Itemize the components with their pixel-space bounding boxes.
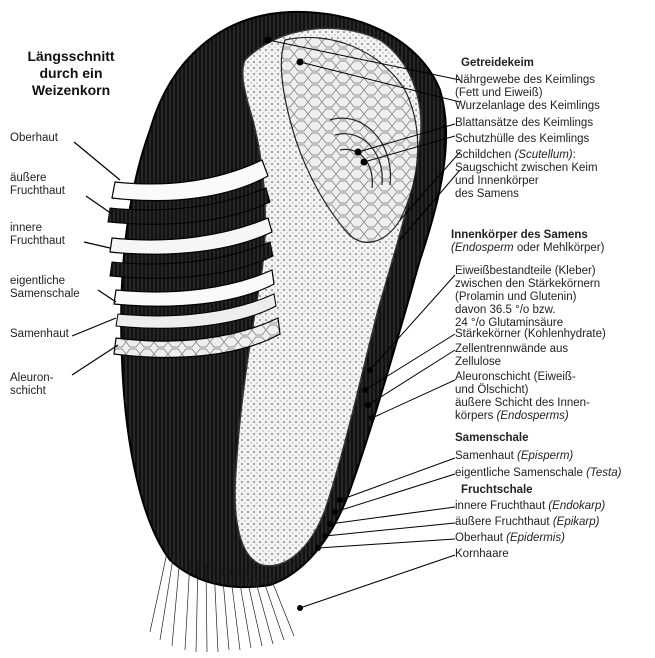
- label-text: innere Fruchthaut: [455, 500, 548, 512]
- label-text: Schildchen: [455, 149, 514, 161]
- label-line: Stärkekörner (Kohlenhydrate): [455, 328, 606, 341]
- label-line: und Innenkörper: [455, 175, 598, 188]
- label-aeussere-fruchthaut: äußere Fruchthaut: [10, 172, 65, 198]
- label-line: Schildchen (Scutellum):: [455, 149, 598, 162]
- label-line: äußere: [10, 172, 65, 185]
- label-line: Samenhaut: [10, 328, 69, 341]
- label-italic: (Endokarp): [548, 500, 605, 512]
- label-line: Oberhaut (Epidermis): [455, 532, 565, 545]
- label-text: Kornhaare: [455, 548, 509, 560]
- title-line: Längsschnitt: [6, 48, 136, 65]
- label-line: Fruchthaut: [10, 185, 65, 198]
- label-eiweissbestandteile: Eiweißbestandteile (Kleber) zwischen den…: [455, 265, 600, 330]
- label-line: Samenschale: [10, 288, 80, 301]
- label-eigentliche-samenschale: eigentliche Samenschale: [10, 275, 80, 301]
- label-line: (Prolamin und Glutenin): [455, 291, 600, 304]
- label-oberhaut: Oberhaut: [10, 132, 58, 145]
- label-line: äußere Schicht des Innen-: [455, 397, 590, 410]
- label-testa: eigentliche Samenschale (Testa): [455, 467, 621, 480]
- label-wurzelanlage: Wurzelanlage des Keimlings: [455, 100, 600, 113]
- label-line: des Samens: [455, 188, 598, 201]
- label-samenhaut: Samenhaut: [10, 328, 69, 341]
- label-line: Saugschicht zwischen Keim: [455, 162, 598, 175]
- label-line: Schutzhülle des Keimlings: [455, 133, 589, 146]
- label-kornhaare: Kornhaare: [455, 548, 509, 561]
- label-line: (Endosperm oder Mehlkörper): [451, 242, 604, 255]
- label-text: körpers: [455, 410, 497, 422]
- label-line: innere Fruchthaut (Endokarp): [455, 500, 605, 513]
- label-line: Aleuronschicht (Eiweiß-: [455, 371, 590, 384]
- heading-fruchtschale: Fruchtschale: [461, 484, 533, 497]
- label-line: davon 36.5 °/o bzw.: [455, 304, 600, 317]
- label-line: Oberhaut: [10, 132, 58, 145]
- label-italic: (Endosperms): [497, 410, 569, 422]
- label-aleuronschicht-right: Aleuronschicht (Eiweiß- und Ölschicht) ä…: [455, 371, 590, 423]
- label-aleuronschicht: Aleuron- schicht: [10, 372, 53, 398]
- label-samenhaut-episperm: Samenhaut (Episperm): [455, 450, 573, 463]
- label-endokarp: innere Fruchthaut (Endokarp): [455, 500, 605, 513]
- label-zellentrennwaende: Zellentrennwände aus Zellulose: [455, 343, 568, 369]
- label-text: :: [573, 149, 576, 161]
- label-line: eigentliche: [10, 275, 80, 288]
- label-line: Kornhaare: [455, 548, 509, 561]
- label-text: eigentliche Samenschale: [455, 467, 586, 479]
- label-line: Zellentrennwände aus: [455, 343, 568, 356]
- label-italic: (Scutellum): [514, 149, 572, 161]
- label-epikarp: äußere Fruchthaut (Epikarp): [455, 516, 599, 529]
- diagram-title: Längsschnitt durch ein Weizenkorn: [6, 48, 136, 99]
- label-epidermis: Oberhaut (Epidermis): [455, 532, 565, 545]
- label-italic: (Epidermis): [506, 532, 565, 544]
- label-line: eigentliche Samenschale (Testa): [455, 467, 621, 480]
- subheading-endosperm: (Endosperm oder Mehlkörper): [451, 242, 604, 255]
- label-line: Eiweißbestandteile (Kleber): [455, 265, 600, 278]
- label-naehrgewebe: Nährgewebe des Keimlings (Fett und Eiwei…: [455, 74, 595, 100]
- label-line: äußere Fruchthaut (Epikarp): [455, 516, 599, 529]
- label-line: (Fett und Eiweiß): [455, 87, 595, 100]
- label-text: äußere Fruchthaut: [455, 516, 553, 528]
- label-italic: (Epikarp): [553, 516, 600, 528]
- label-innere-fruchthaut: innere Fruchthaut: [10, 222, 65, 248]
- label-line: innere: [10, 222, 65, 235]
- label-line: Samenhaut (Episperm): [455, 450, 573, 463]
- label-line: Nährgewebe des Keimlings: [455, 74, 595, 87]
- label-schildchen: Schildchen (Scutellum): Saugschicht zwis…: [455, 149, 598, 201]
- left-leader-lines: [72, 142, 120, 375]
- label-italic: (Episperm): [517, 450, 573, 462]
- label-line: Fruchthaut: [10, 235, 65, 248]
- label-schutzhuelle: Schutzhülle des Keimlings: [455, 133, 589, 146]
- heading-innenkoerper: Innenkörper des Samens: [451, 229, 588, 242]
- label-text: Samenhaut: [455, 450, 517, 462]
- label-text: Oberhaut: [455, 532, 506, 544]
- label-italic: (Testa): [586, 467, 621, 479]
- heading-samenschale: Samenschale: [455, 432, 529, 445]
- label-line: schicht: [10, 385, 53, 398]
- label-line: Aleuron-: [10, 372, 53, 385]
- label-line: Wurzelanlage des Keimlings: [455, 100, 600, 113]
- label-blattansaetze: Blattansätze des Keimlings: [455, 117, 593, 130]
- label-text: oder Mehlkörper): [514, 242, 605, 254]
- title-line: Weizenkorn: [6, 82, 136, 99]
- label-line: zwischen den Stärkekörnern: [455, 278, 600, 291]
- label-staerkekoerner: Stärkekörner (Kohlenhydrate): [455, 328, 606, 341]
- heading-getreidekeim: Getreidekeim: [461, 57, 534, 70]
- title-line: durch ein: [6, 65, 136, 82]
- label-line: körpers (Endosperms): [455, 410, 590, 423]
- label-line: und Ölschicht): [455, 384, 590, 397]
- label-line: Zellulose: [455, 356, 568, 369]
- label-italic: (Endosperm: [451, 242, 514, 254]
- label-line: Blattansätze des Keimlings: [455, 117, 593, 130]
